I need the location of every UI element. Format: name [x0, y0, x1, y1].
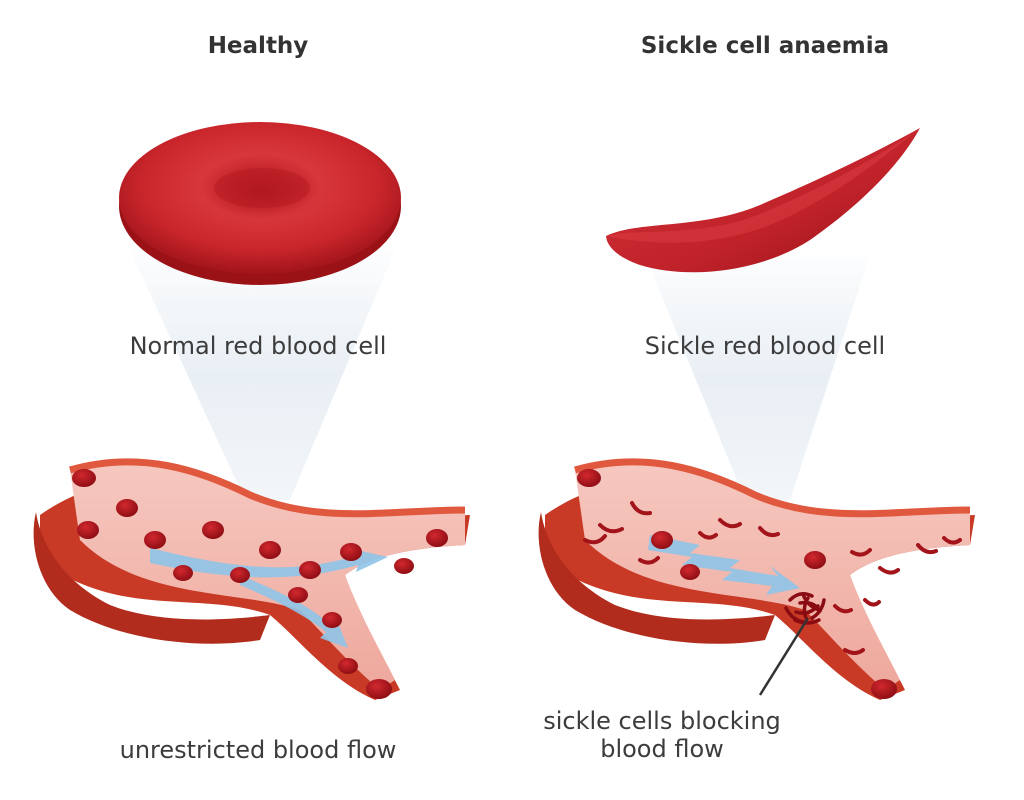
sickle-heading: Sickle cell anaemia [640, 33, 890, 59]
unrestricted-flow-label: unrestricted blood flow [119, 736, 397, 764]
sickle-red-blood-cell [606, 128, 920, 273]
healthy-blood-vessel [33, 458, 470, 700]
blocking-flow-label-line1: sickle cells blocking [543, 707, 781, 735]
blocking-flow-label-line2: blood flow [600, 735, 724, 764]
normal-red-blood-cell [119, 122, 401, 285]
sickle-cell-blockage [784, 592, 826, 625]
blockage-pointer-line [758, 617, 810, 696]
sickle-blood-vessel [538, 458, 975, 700]
spotlight-beam-sickle [645, 255, 870, 500]
blocking-flow-label: sickle cells blocking blood flow [512, 707, 812, 764]
spotlight-beam-healthy [130, 250, 395, 500]
healthy-heading: Healthy [207, 33, 309, 59]
sickle-cell-label: Sickle red blood cell [644, 332, 886, 360]
normal-cell-label: Normal red blood cell [129, 332, 387, 360]
